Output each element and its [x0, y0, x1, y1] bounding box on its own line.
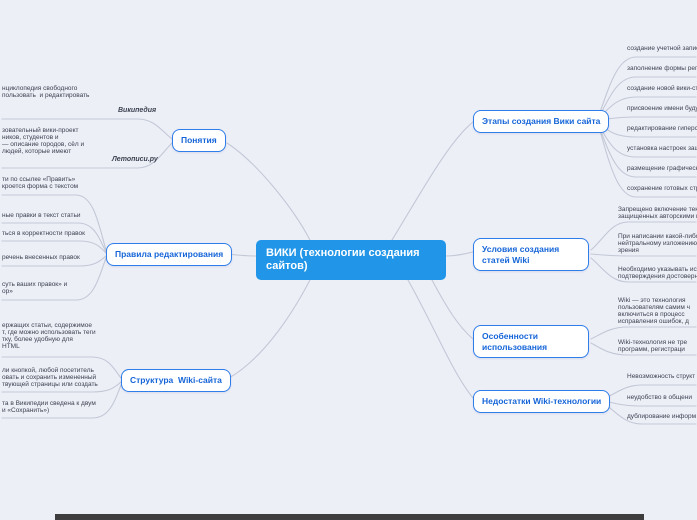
- leaf-struktura-2[interactable]: ли кнопкой, любой посетитель овать и сох…: [2, 367, 98, 388]
- leaf-etapy-2[interactable]: заполнение формы рег: [627, 65, 697, 72]
- topic-etapy-sozdaniya[interactable]: Этапы создания Вики сайта: [473, 110, 610, 133]
- topic-pravila-redaktirovaniya[interactable]: Правила редактирования: [106, 243, 233, 266]
- bottom-taskbar-strip: [55, 514, 644, 520]
- leaf-pravila-3[interactable]: ться в корректности правок: [2, 230, 85, 237]
- central-topic[interactable]: ВИКИ (технологии создания сайтов): [256, 240, 446, 280]
- leaf-nedostatki-2[interactable]: неудобство в общени: [627, 394, 692, 401]
- leaf-nedostatki-3[interactable]: дублирование информ: [627, 413, 697, 420]
- leaf-etapy-4[interactable]: присвоение имени буду: [627, 105, 697, 112]
- leaf-osobennosti-1[interactable]: Wiki — это технология пользователям сами…: [618, 297, 691, 325]
- topic-nedostatki-wiki[interactable]: Недостатки Wiki-технологии: [473, 390, 611, 413]
- leaf-letopisi-note[interactable]: зовательный вики-проект ников, студентов…: [2, 127, 85, 155]
- subtopic-letopisi[interactable]: Летописи.ру: [112, 156, 158, 163]
- leaf-struktura-1[interactable]: ержащих статьи, содержимое т, где можно …: [2, 322, 96, 350]
- leaf-etapy-8[interactable]: сохранение готовых стр: [627, 185, 697, 192]
- topic-usloviya-sozdaniya[interactable]: Условия создания статей Wiki: [473, 238, 589, 271]
- leaf-pravila-5[interactable]: суть ваших правок» и ор»: [2, 281, 68, 295]
- leaf-nedostatki-1[interactable]: Невозможность структ: [627, 373, 696, 380]
- leaf-pravila-1[interactable]: ти по ссылке «Править» кроется форма с т…: [2, 176, 79, 190]
- subtopic-wikipedia[interactable]: Википедия: [118, 107, 157, 114]
- leaf-struktura-3[interactable]: та в Википедии сведена к двум и «Сохрани…: [2, 400, 96, 414]
- leaf-pravila-4[interactable]: речень внесенных правок: [2, 254, 80, 261]
- leaf-etapy-1[interactable]: создание учетной запис: [627, 45, 697, 52]
- topic-ponyatiya[interactable]: Понятия: [172, 129, 226, 152]
- leaf-pravila-2[interactable]: ные правки в текст статьи: [2, 212, 81, 219]
- leaf-etapy-3[interactable]: создание новой вики-ст: [627, 85, 697, 92]
- leaf-wikipedia-note[interactable]: нциклопедия свободного пользовать и реда…: [2, 85, 90, 99]
- leaf-usloviya-1[interactable]: Запрещено включение текс защищенных авто…: [618, 206, 697, 220]
- leaf-osobennosti-2[interactable]: Wiki-технология не тре программ, регистр…: [618, 339, 688, 353]
- topic-struktura-wiki-sayta[interactable]: Структура Wiki-сайта: [121, 369, 231, 392]
- leaf-usloviya-3[interactable]: Необходимо указывать исто подтверждения …: [618, 266, 697, 280]
- leaf-etapy-5[interactable]: редактирование гиперс: [627, 125, 697, 132]
- leaf-etapy-6[interactable]: установка настроек защ: [627, 145, 697, 152]
- topic-osobennosti-ispolzovaniya[interactable]: Особенности использования: [473, 325, 589, 358]
- leaf-etapy-7[interactable]: размещение графическ: [627, 165, 697, 172]
- leaf-usloviya-2[interactable]: При написании какой-либо нейтральному из…: [618, 233, 697, 254]
